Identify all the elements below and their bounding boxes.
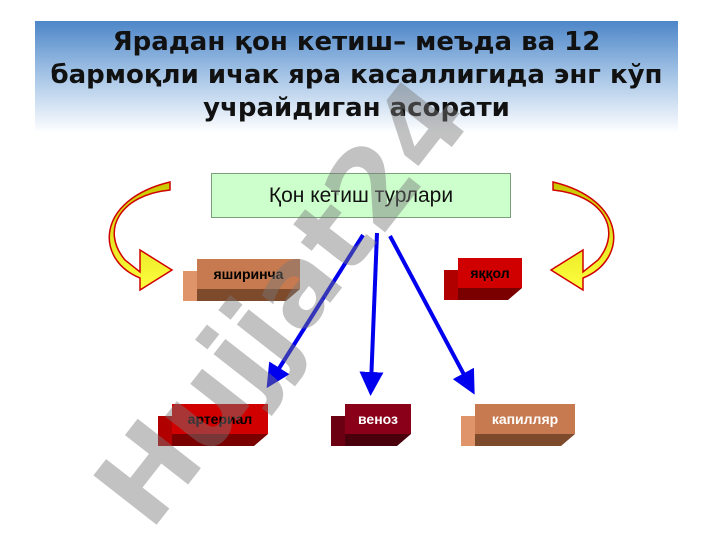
arrow-to-venous bbox=[359, 232, 384, 396]
title-banner bbox=[35, 21, 678, 133]
brick-overt: яққол bbox=[444, 258, 522, 300]
arrow-to-arterial bbox=[266, 233, 365, 389]
root-box: Қон кетиш турлари bbox=[211, 173, 511, 218]
brick-hidden: яширинча bbox=[183, 259, 300, 301]
brick-capillary: капилляр bbox=[461, 404, 575, 446]
arrow-to-capillary bbox=[388, 235, 475, 395]
curved-arrow-left-icon bbox=[108, 181, 174, 292]
slide-title: Ярадан қон кетиш– меъда ва 12 бармоқли и… bbox=[50, 27, 663, 123]
brick-arterial: артериал bbox=[158, 404, 268, 446]
brick-venous: веноз bbox=[331, 404, 411, 446]
curved-arrow-right-icon bbox=[549, 181, 615, 292]
